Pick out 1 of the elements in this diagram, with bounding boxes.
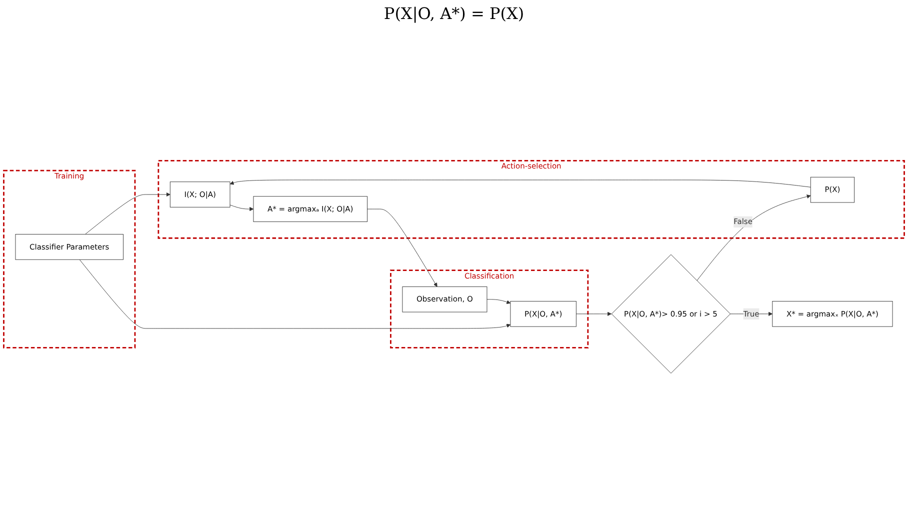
equation-note: P(X|O, A*) = P(X) xyxy=(384,4,524,23)
